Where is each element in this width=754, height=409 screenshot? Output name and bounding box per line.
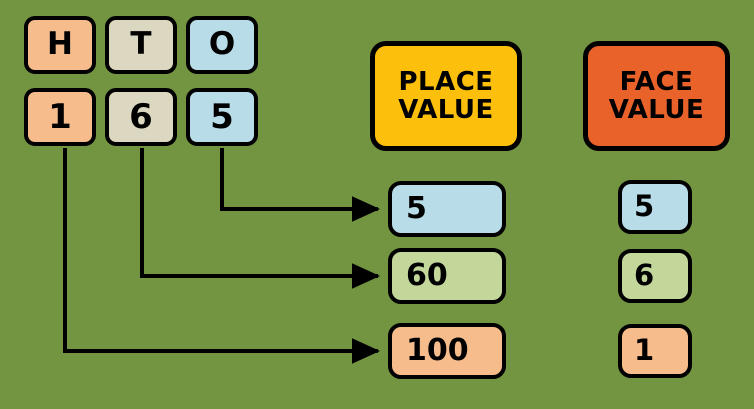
face-value-banner-line2: VALUE xyxy=(608,95,705,125)
place-value-banner-line2: VALUE xyxy=(398,95,494,125)
face-value-ones-label: 5 xyxy=(634,189,655,224)
face-value-hundreds[interactable]: 1 xyxy=(618,324,692,378)
digit-hundreds[interactable]: 1 xyxy=(24,88,96,146)
place-header-hundreds-label: H xyxy=(47,26,73,63)
digit-ones-label: 5 xyxy=(210,96,234,137)
place-value-hundreds-label: 100 xyxy=(406,332,469,368)
connector-hundreds xyxy=(63,148,380,364)
place-value-ones-label: 5 xyxy=(406,190,427,226)
face-value-tens[interactable]: 6 xyxy=(618,249,692,303)
place-header-hundreds[interactable]: H xyxy=(24,16,96,74)
place-value-banner[interactable]: PLACE VALUE xyxy=(370,41,522,151)
place-value-hundreds[interactable]: 100 xyxy=(388,323,506,379)
place-header-ones[interactable]: O xyxy=(186,16,258,74)
digit-tens-label: 6 xyxy=(129,96,153,137)
connector-ones xyxy=(220,148,380,222)
digit-hundreds-label: 1 xyxy=(48,96,72,137)
digit-ones[interactable]: 5 xyxy=(186,88,258,146)
place-value-banner-line1: PLACE xyxy=(398,66,494,97)
place-header-tens[interactable]: T xyxy=(105,16,177,74)
face-value-banner-line1: FACE xyxy=(619,66,694,97)
place-header-tens-label: T xyxy=(130,26,152,63)
face-value-ones[interactable]: 5 xyxy=(618,180,692,234)
face-value-banner[interactable]: FACE VALUE xyxy=(583,41,730,151)
place-header-ones-label: O xyxy=(208,26,236,63)
place-value-tens[interactable]: 60 xyxy=(388,248,506,304)
place-value-tens-label: 60 xyxy=(406,257,448,293)
face-value-tens-label: 6 xyxy=(634,258,655,293)
connector-tens xyxy=(140,148,380,289)
place-value-ones[interactable]: 5 xyxy=(388,181,506,237)
digit-tens[interactable]: 6 xyxy=(105,88,177,146)
face-value-hundreds-label: 1 xyxy=(634,333,655,368)
